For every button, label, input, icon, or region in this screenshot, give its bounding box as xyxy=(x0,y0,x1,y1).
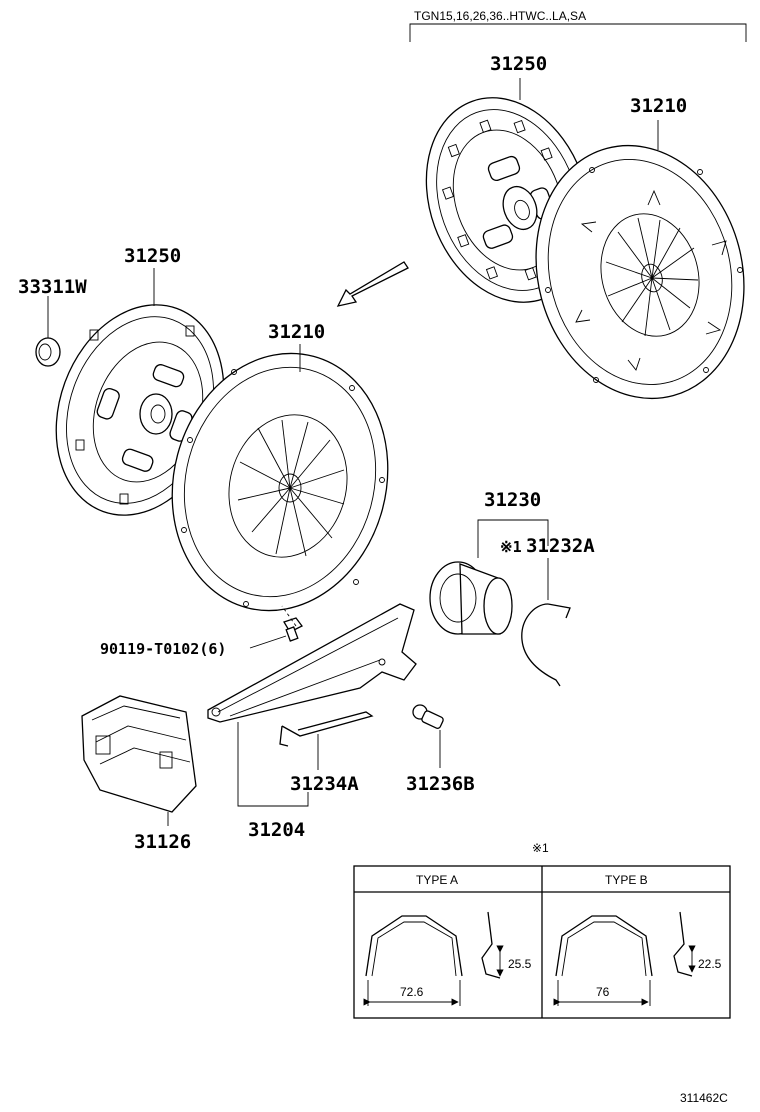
type-a-width: 72.6 xyxy=(400,985,424,999)
pressure-plate-upper xyxy=(535,144,745,400)
diagram-id: 311462C xyxy=(680,1091,728,1105)
type-a-label: TYPE A xyxy=(416,873,458,887)
detail-mark: ※1 xyxy=(532,841,549,855)
fork-spring xyxy=(279,711,374,770)
label-cover-lower: 31210 xyxy=(268,321,325,343)
cover-bolt xyxy=(249,605,303,649)
type-b-height: 22.5 xyxy=(698,957,722,971)
fork-boot xyxy=(81,695,197,826)
type-b-clip: 76 22.5 xyxy=(553,911,722,1006)
release-bearing-hub xyxy=(429,561,513,635)
label-pilot-bearing: 33311W xyxy=(18,276,87,298)
label-pivot-stud: 31236B xyxy=(406,773,475,795)
clip-mark: ※1 xyxy=(500,538,522,556)
variant-note: TGN15,16,26,36..HTWC..LA,SA xyxy=(414,9,586,23)
label-cover-upper: 31210 xyxy=(630,95,687,117)
variant-bracket: TGN15,16,26,36..HTWC..LA,SA xyxy=(409,9,747,42)
type-b-width: 76 xyxy=(596,985,610,999)
label-disc-lower: 31250 xyxy=(124,245,181,267)
label-bearing-clip: 31232A xyxy=(526,535,595,557)
direction-arrow xyxy=(336,261,409,307)
clip-type-detail: ※1 TYPE A TYPE B 72.6 25.5 76 xyxy=(353,841,731,1019)
pilot-bearing xyxy=(35,296,61,367)
label-release-bearing: 31230 xyxy=(484,489,541,511)
label-disc-upper: 31250 xyxy=(490,53,547,75)
label-fork-boot: 31126 xyxy=(134,831,191,853)
type-a-height: 25.5 xyxy=(508,957,532,971)
bearing-clip xyxy=(521,558,571,687)
label-release-fork: 31204 xyxy=(248,819,305,841)
label-cover-bolt: 90119-T0102(6) xyxy=(100,640,226,658)
label-fork-spring: 31234A xyxy=(290,773,359,795)
leader-release-bearing xyxy=(477,519,549,558)
type-a-clip: 72.6 25.5 xyxy=(363,911,532,1006)
leader-fork xyxy=(237,722,309,807)
release-fork xyxy=(207,603,417,723)
pressure-plate-lower xyxy=(171,352,389,612)
type-b-label: TYPE B xyxy=(605,873,648,887)
pivot-stud xyxy=(412,704,444,768)
